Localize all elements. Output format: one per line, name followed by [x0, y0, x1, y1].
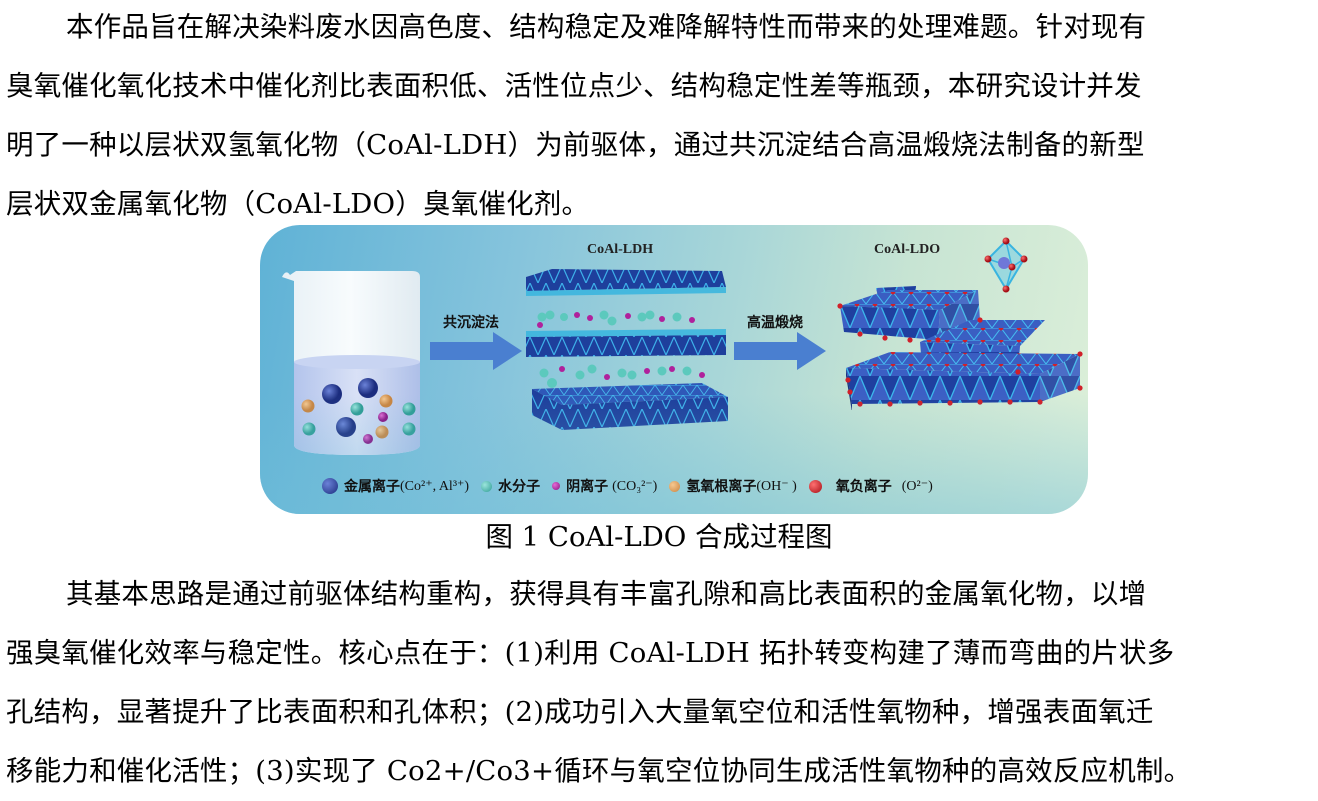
arrow-right-icon	[734, 332, 826, 370]
legend-formula: (Co²⁺, Al³⁺)	[400, 478, 470, 494]
figure-legend: 金属离子 (Co²⁺, Al³⁺) 水分子 阴离子 (CO₃²⁻) 氢氧根离子 …	[322, 474, 945, 498]
legend-item-anion: 阴离子 (CO₃²⁻)	[552, 476, 657, 496]
paragraph-line: 强臭氧催化效率与稳定性。核心点在于：(1)利用 CoAl-LDH 拓扑转变构建了…	[6, 637, 1175, 669]
hydroxide-dot-icon	[669, 480, 681, 492]
water-molecule-dot-icon	[481, 480, 493, 492]
intro-paragraph: 本作品旨在解决染料废水因高色度、结构稳定及难降解特性而带来的处理难题。针对现有 …	[6, 0, 1316, 234]
octahedron-icon	[984, 237, 1028, 293]
legend-label: 氧负离子	[835, 479, 892, 495]
legend-item-water: 水分子	[481, 476, 540, 496]
ldo-stage-label: CoAl-LDO	[874, 242, 941, 257]
paragraph-line: 本作品旨在解决染料废水因高色度、结构稳定及难降解特性而带来的处理难题。针对现有	[66, 11, 1147, 43]
legend-item-metal-ion: 金属离子 (Co²⁺, Al³⁺)	[322, 476, 469, 496]
legend-label: 水分子	[498, 479, 541, 495]
oxide-ion-dot-icon	[808, 479, 822, 493]
arrow-right-icon	[430, 332, 522, 370]
calcination-label: 高温煅烧	[747, 315, 803, 331]
legend-item-oxide-ion: 氧负离子 (O²⁻)	[808, 476, 933, 496]
paragraph-line: 其基本思路是通过前驱体结构重构，获得具有丰富孔隙和高比表面积的金属氧化物，以增	[66, 578, 1147, 610]
paragraph-line: 移能力和催化活性；(3)实现了 Co2+/Co3+循环与氧空位协同生成活性氧物种…	[6, 755, 1192, 787]
ldh-layered-structure-icon	[526, 269, 728, 430]
beaker-icon	[282, 271, 420, 455]
legend-label: 金属离子	[344, 479, 400, 495]
paragraph-line: 臭氧催化氧化技术中催化剂比表面积低、活性位点少、结构稳定性差等瓶颈，本研究设计并…	[6, 70, 1142, 102]
metal-ion-dot-icon	[322, 478, 338, 494]
legend-label: 阴离子	[566, 479, 609, 495]
ldh-stage-label: CoAl-LDH	[587, 242, 654, 257]
legend-formula: (O²⁻)	[901, 478, 933, 494]
paragraph-line: 明了一种以层状双氢氧化物（CoAl-LDH）为前驱体，通过共沉淀结合高温煅烧法制…	[6, 129, 1145, 161]
legend-label: 氢氧根离子	[686, 479, 757, 495]
synthesis-process-figure: 共沉淀法 CoAl-LDH	[260, 225, 1088, 514]
figure-caption: 图 1 CoAl-LDO 合成过程图	[485, 521, 833, 553]
ldo-oxide-structure-icon	[837, 286, 1083, 410]
paragraph-line: 孔结构，显著提升了比表面积和孔体积；(2)成功引入大量氧空位和活性氧物种，增强表…	[6, 696, 1154, 728]
legend-formula: (OH⁻ )	[756, 478, 797, 494]
anion-dot-icon	[552, 482, 561, 490]
legend-formula: (CO₃²⁻)	[612, 478, 658, 494]
paragraph-line: 层状双金属氧化物（CoAl-LDO）臭氧催化剂。	[6, 188, 590, 220]
method-paragraph: 其基本思路是通过前驱体结构重构，获得具有丰富孔隙和高比表面积的金属氧化物，以增 …	[6, 565, 1316, 801]
legend-item-hydroxide: 氢氧根离子 (OH⁻ )	[669, 476, 797, 496]
coprecipitation-label: 共沉淀法	[443, 315, 499, 331]
